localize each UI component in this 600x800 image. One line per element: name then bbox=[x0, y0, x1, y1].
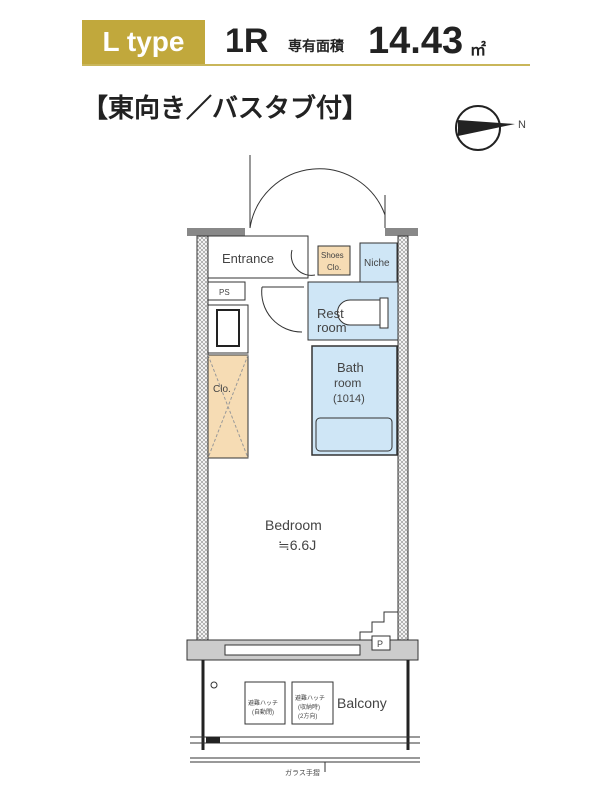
layout-type: 1R bbox=[225, 22, 269, 60]
ps-label: PS bbox=[219, 288, 230, 297]
hatch-label: (自動閉) bbox=[252, 708, 274, 716]
balcony bbox=[190, 660, 420, 772]
glass-rail-label: ガラス手摺 bbox=[285, 768, 320, 777]
balcony-label: Balcony bbox=[337, 695, 387, 711]
entrance-door bbox=[249, 155, 386, 229]
restroom-label-2: room bbox=[317, 320, 347, 335]
walls bbox=[186, 228, 419, 661]
hatch-label: (2方向) bbox=[298, 712, 317, 720]
niche-label: Niche bbox=[364, 258, 390, 269]
type-badge: L type bbox=[82, 20, 205, 64]
closet-label: Clo. bbox=[213, 384, 231, 395]
subtitle: 【東向き／バスタブ付】 bbox=[82, 94, 369, 124]
bath-label: Bath bbox=[337, 360, 364, 375]
p-label: P bbox=[377, 639, 383, 649]
bath-label-2: room bbox=[334, 376, 361, 390]
toilet-icon bbox=[337, 299, 381, 326]
shoes-clo-label: Clo. bbox=[327, 263, 341, 272]
compass-north: N bbox=[518, 119, 526, 131]
hatch-label: 避難ハッチ bbox=[295, 694, 325, 702]
ps-shaft bbox=[207, 281, 246, 301]
compass-icon: N bbox=[455, 105, 526, 151]
hatch-label: 避難ハッチ bbox=[248, 699, 278, 707]
area-label: 専有面積 bbox=[288, 39, 344, 55]
evacuation-hatch-1: 避難ハッチ (自動閉) bbox=[244, 681, 286, 725]
bathtub-icon bbox=[315, 417, 393, 452]
header-divider bbox=[82, 64, 530, 66]
hatch-label: (収納時) bbox=[298, 703, 320, 711]
shoes-closet bbox=[317, 245, 351, 276]
bedroom-label: Bedroom bbox=[265, 517, 322, 533]
area-value: 14.43 bbox=[368, 20, 464, 62]
fridge-space bbox=[216, 309, 240, 347]
bath-size: (1014) bbox=[333, 393, 365, 405]
area-unit: ㎡ bbox=[470, 40, 487, 59]
evacuation-hatch-2: 避難ハッチ (収納時) (2方向) bbox=[291, 681, 334, 725]
shoes-label: Shoes bbox=[321, 251, 344, 260]
entrance-label: Entrance bbox=[222, 251, 274, 266]
restroom-label: Rest bbox=[317, 306, 344, 321]
bedroom-size: ≒6.6J bbox=[278, 537, 316, 553]
